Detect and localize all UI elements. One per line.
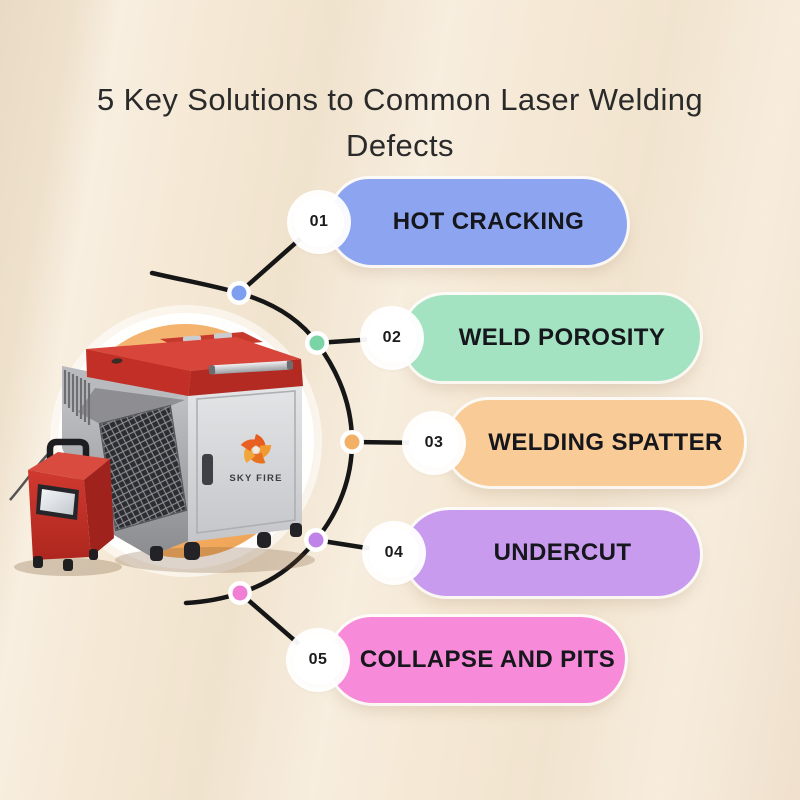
step-number: 05 [308, 651, 328, 668]
machine-feet [150, 523, 302, 561]
step-label: HOT CRACKING [392, 208, 585, 235]
brand-logo-swirl [240, 434, 272, 464]
laser-welding-machine-illustration: SKY FIRE [9, 332, 315, 576]
step-number-circle-3: 03 [409, 418, 459, 468]
arc-node-dots [227, 281, 364, 605]
step-number-circle-4: 04 [369, 528, 419, 578]
step-number: 04 [384, 544, 404, 561]
portable-unit [9, 438, 114, 571]
step-number: 03 [424, 434, 444, 451]
node-dot-3 [344, 434, 360, 450]
mesh-grille [98, 404, 188, 532]
red-top-cap [86, 332, 303, 396]
door-handle [202, 454, 213, 485]
step-number-circle-5: 05 [293, 635, 343, 685]
step-pill-2: WELD POROSITY [404, 295, 700, 381]
step-number: 01 [309, 213, 329, 230]
step-pill-5: COLLAPSE AND PITS [330, 617, 625, 703]
step-number: 02 [382, 329, 402, 346]
step-label: UNDERCUT [493, 539, 632, 566]
step-label: WELDING SPATTER [488, 429, 723, 456]
step-pill-4: UNDERCUT [405, 510, 700, 596]
page-title: 5 Key Solutions to Common Laser Welding … [96, 81, 704, 164]
unit-handle [46, 438, 90, 467]
node-dot-5 [232, 585, 248, 601]
brand-label: SKY FIRE [229, 473, 282, 484]
step-label: WELD POROSITY [458, 324, 666, 351]
step-label: COLLAPSE AND PITS [359, 646, 616, 673]
node-dot-2 [309, 335, 325, 351]
node-dot-1 [231, 285, 247, 301]
step-number-circle-1: 01 [294, 197, 344, 247]
step-pill-1: HOT CRACKING [330, 179, 627, 265]
step-number-circle-2: 02 [367, 313, 417, 363]
node-dot-4 [308, 532, 324, 548]
step-pill-3: WELDING SPATTER [447, 400, 744, 486]
